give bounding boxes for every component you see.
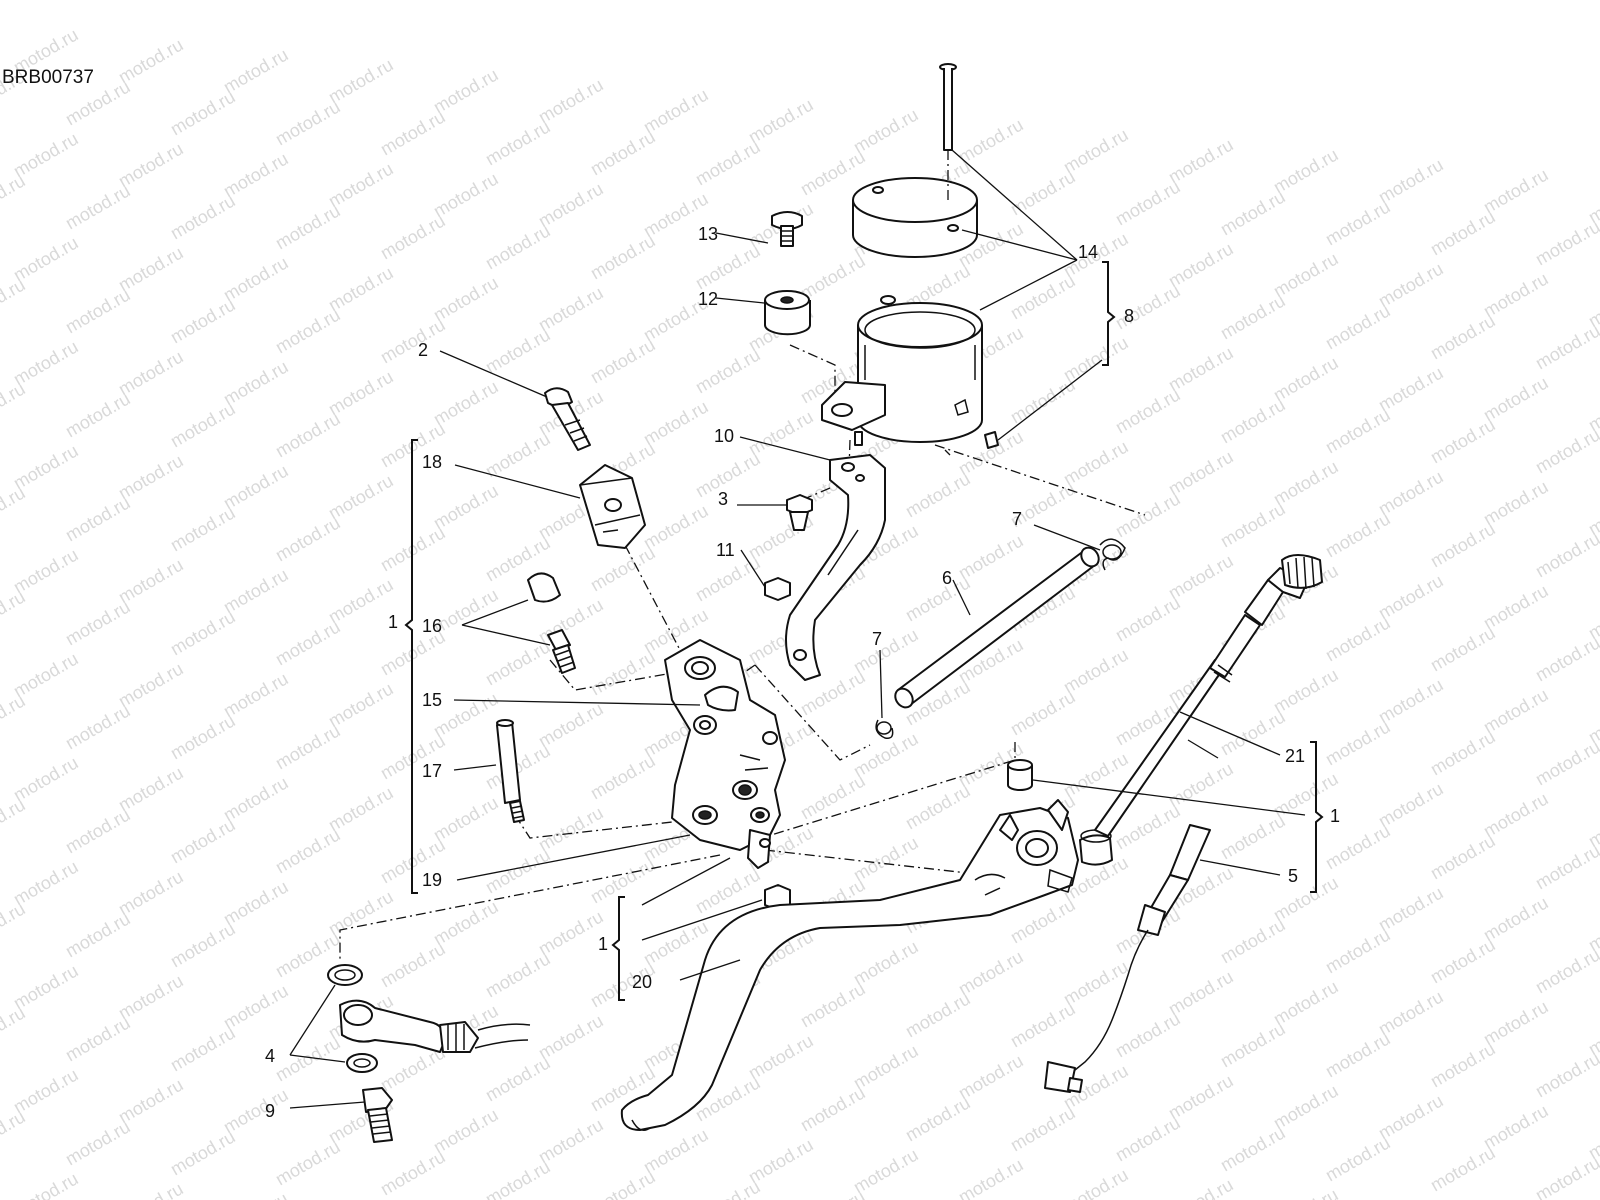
callout-13: 13: [698, 224, 718, 244]
group-brackets: [404, 261, 1324, 1001]
callout-5: 5: [1288, 866, 1298, 886]
bleed-valve: [547, 629, 576, 674]
rubber-bushing: [764, 290, 811, 336]
hex-nut-small: [786, 494, 813, 531]
hose-clamp-upper: [1099, 538, 1126, 571]
callout-2: 2: [418, 340, 428, 360]
pivot-pin: [496, 719, 525, 823]
callout-17: 17: [422, 761, 442, 781]
callout-19: 19: [422, 870, 442, 890]
callout-9: 9: [265, 1101, 275, 1121]
reservoir-cap: [852, 177, 978, 258]
reservoir-hose: [894, 546, 1100, 709]
callout-6: 6: [942, 568, 952, 588]
brake-light-switch: [1044, 824, 1211, 1093]
callout-4: 4: [265, 1046, 275, 1066]
banjo-bolt: [362, 1087, 393, 1143]
callout-12: 12: [698, 289, 718, 309]
callout-1-lower: 1: [598, 934, 608, 954]
cap-screw: [939, 63, 957, 200]
mount-screw: [771, 211, 803, 247]
callout-16: 16: [422, 616, 442, 636]
bleed-valve-cap: [527, 572, 561, 603]
upper-copper-washer: [327, 964, 363, 986]
callout-14: 14: [1078, 242, 1098, 262]
callout-7-upper: 7: [1012, 509, 1022, 529]
callout-15: 15: [422, 690, 442, 710]
callout-10: 10: [714, 426, 734, 446]
callout-11: 11: [716, 540, 735, 560]
adjuster-knob: [579, 464, 646, 549]
callout-8: 8: [1124, 306, 1134, 326]
callout-20: 20: [632, 972, 652, 992]
callout-1-left: 1: [388, 612, 398, 632]
callout-1-right: 1: [1330, 806, 1340, 826]
leader-lines: [289, 149, 1306, 1109]
reservoir-clip: [984, 431, 999, 449]
callout-7-lower: 7: [872, 629, 882, 649]
banjo-fitting: [339, 999, 531, 1053]
adjuster-screw: [544, 387, 591, 451]
callout-labels: 13 12 2 18 10 3 11 1 16 15 17 19 14 8 7 …: [265, 224, 1340, 1121]
mounting-bracket: [785, 454, 886, 681]
lever-pivot-bush: [1007, 759, 1033, 791]
flange-nut: [764, 577, 791, 601]
brake-lever: [620, 799, 1079, 1131]
hose-clamp-lower: [875, 719, 894, 740]
master-cylinder-body: [664, 639, 786, 869]
reservoir-body: [821, 295, 983, 446]
diagram-reference-code: BRB00737: [2, 67, 94, 88]
callout-21: 21: [1285, 746, 1305, 766]
remote-adjuster-cable: [1079, 554, 1323, 866]
lower-copper-washer: [346, 1053, 378, 1073]
callout-18: 18: [422, 452, 442, 472]
callout-3: 3: [718, 489, 728, 509]
